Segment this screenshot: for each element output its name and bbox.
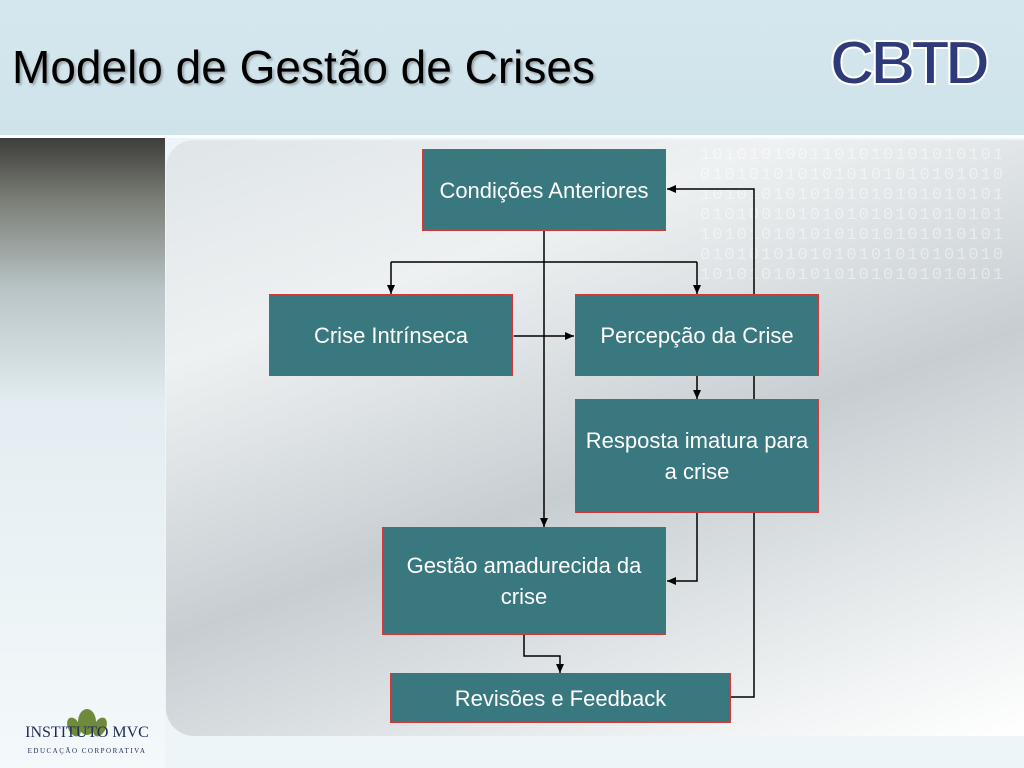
header-divider [0, 135, 1024, 138]
node-gestao-amadurecida: Gestão amadurecida da crise [382, 527, 666, 635]
left-decorative-panel [0, 138, 165, 768]
slide-header [0, 0, 1024, 135]
node-condicoes-anteriores: Condições Anteriores [422, 149, 666, 231]
cbtd-logo: CBTD [829, 28, 993, 98]
arrow-gestao-to-revisoes [523, 635, 564, 673]
node-percepcao-da-crise-label: Percepção da Crise [600, 322, 794, 348]
node-resposta-imatura: Resposta imatura para a crise [575, 399, 819, 513]
instituto-mvc-tagline: EDUCAÇÃO CORPORATIVA [28, 747, 147, 755]
node-revisoes-feedback-label: Revisões e Feedback [454, 685, 667, 711]
binary-watermark: 1010101001101010101010101 01010101010101… [700, 146, 1006, 285]
slide-title: Modelo de Gestão de Crises [12, 41, 595, 93]
cbtd-logo-text: CBTD [830, 29, 988, 98]
node-crise-intrinseca: Crise Intrínseca [269, 294, 513, 376]
arrow-resposta-to-gestao [667, 513, 698, 585]
node-condicoes-anteriores-label: Condições Anteriores [439, 177, 649, 203]
node-resposta-imatura-label: Resposta imatura para a crise [585, 428, 809, 484]
node-revisoes-feedback: Revisões e Feedback [390, 673, 731, 723]
node-percepcao-da-crise: Percepção da Crise [575, 294, 819, 376]
instituto-mvc-logo: INSTITUTO MVC EDUCAÇÃO CORPORATIVA [25, 709, 149, 755]
instituto-mvc-name: INSTITUTO MVC [25, 724, 149, 741]
node-crise-intrinseca-label: Crise Intrínseca [313, 322, 469, 348]
node-gestao-amadurecida-label: Gestão amadurecida da crise [406, 553, 642, 609]
